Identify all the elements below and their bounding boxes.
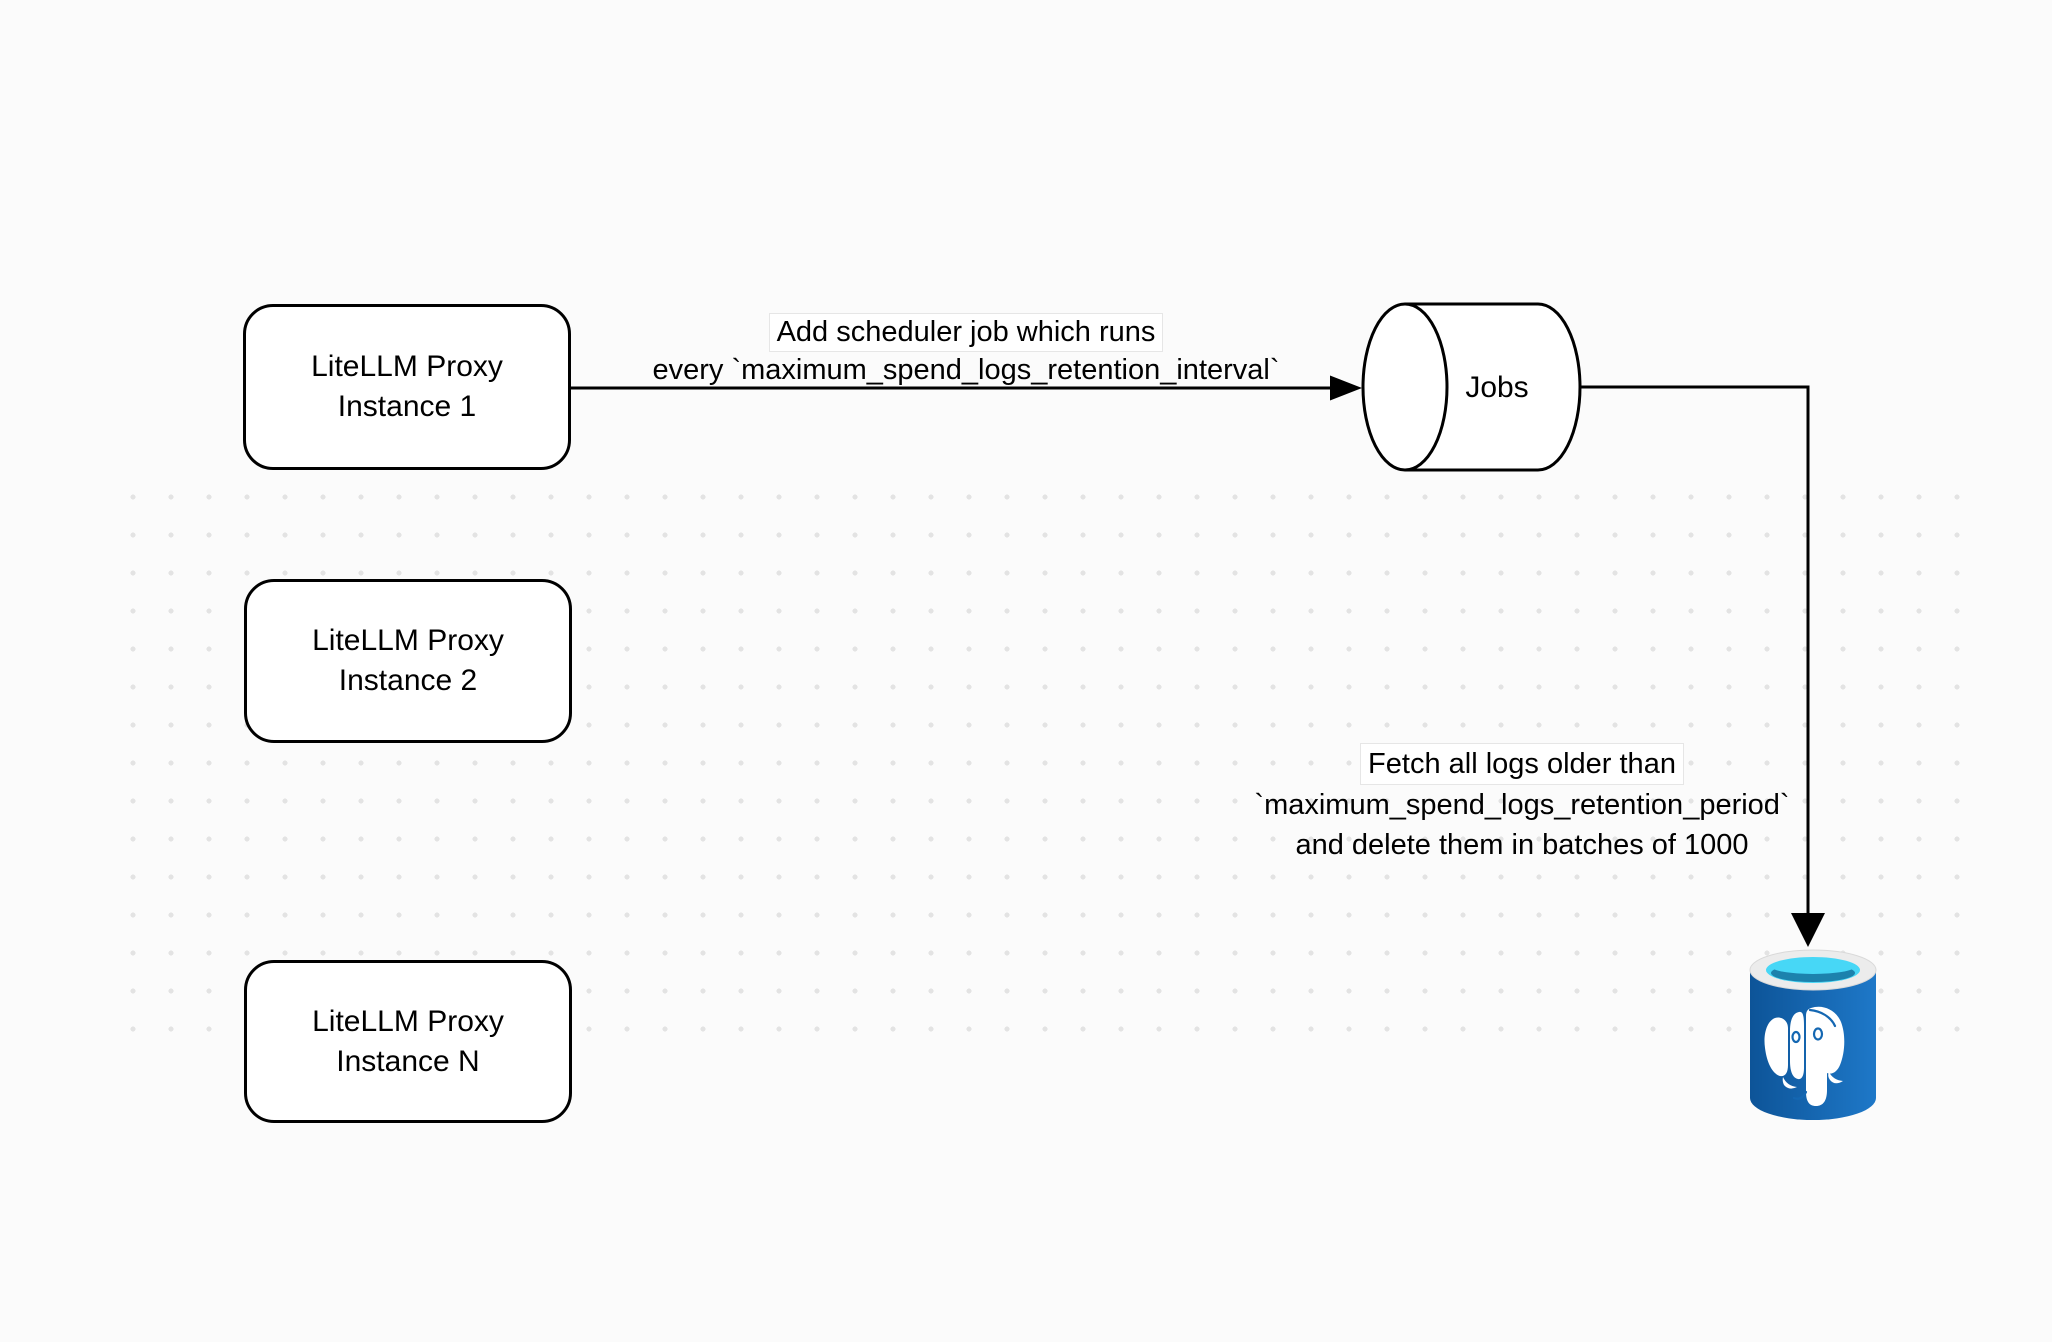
- postgresql-database-icon: [1749, 949, 1877, 1120]
- postgres-cylinder-water-highlight: [1771, 959, 1855, 974]
- edge-label-scheduler: Add scheduler job which runs every `maxi…: [566, 313, 1366, 389]
- node-label-line: LiteLLM Proxy: [312, 624, 504, 657]
- arrowhead-down-icon: [1791, 913, 1825, 947]
- node-label-line: Instance N: [336, 1044, 480, 1078]
- edge-label-fetch-line1: Fetch all logs older than: [1360, 743, 1684, 785]
- edge-label-fetch: Fetch all logs older than `maximum_spend…: [1222, 743, 1822, 865]
- edge-label-fetch-line3: and delete them in batches of 1000: [1295, 829, 1749, 861]
- node-label-line: Instance 2: [338, 664, 478, 697]
- edge-label-scheduler-line1: Add scheduler job which runs: [768, 313, 1164, 352]
- jobs-cylinder-body: [1405, 302, 1582, 472]
- node-litellm-proxy-instance-1: LiteLLM Proxy Instance 1: [243, 304, 571, 470]
- node-litellm-proxy-instance-n: LiteLLM Proxy Instance N: [244, 960, 572, 1123]
- jobs-cylinder-cap: [1361, 302, 1449, 472]
- edge-label-scheduler-line2: every `maximum_spend_logs_retention_inte…: [652, 354, 1280, 386]
- edge-label-fetch-line2: `maximum_spend_logs_retention_period`: [1254, 789, 1790, 821]
- node-label-line: LiteLLM Proxy: [312, 1004, 504, 1038]
- edge-fetch-line: [1580, 385, 1810, 916]
- node-label-line: LiteLLM Proxy: [311, 350, 503, 383]
- jobs-cylinder-label: Jobs: [1465, 371, 1529, 404]
- node-litellm-proxy-instance-2: LiteLLM Proxy Instance 2: [244, 579, 572, 743]
- postgres-elephant-icon: [1764, 1006, 1845, 1106]
- node-label-line: Instance 1: [337, 390, 477, 423]
- arrowhead-right-icon: [1330, 375, 1362, 401]
